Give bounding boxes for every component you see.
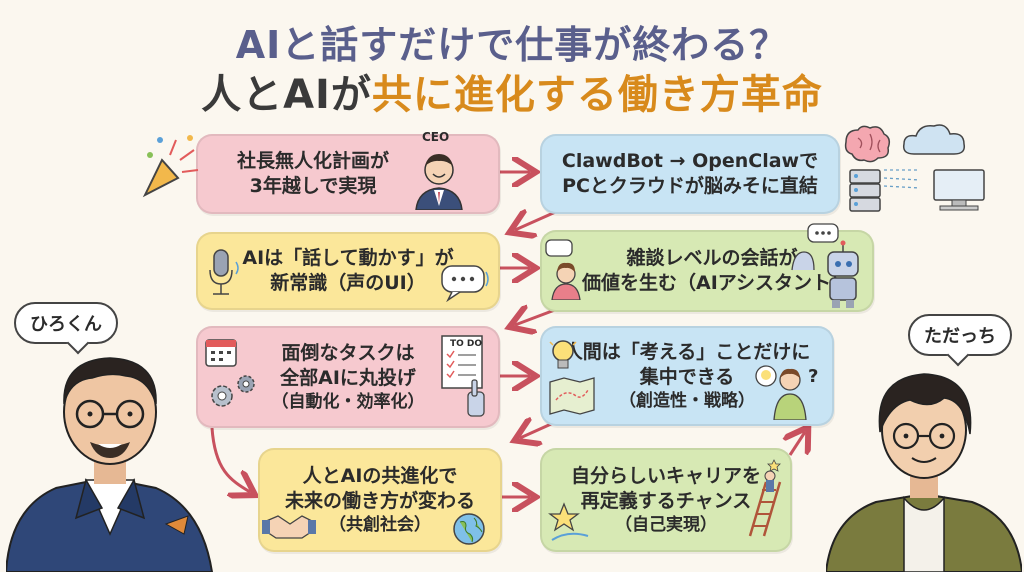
question-mark: ? [808,366,819,387]
gear-icon [206,370,262,414]
card-line: （自動化・効率化） [271,391,425,412]
card-line: （創造性・戦略） [619,390,755,411]
title-line-2: 人とAIが共に進化する働き方革命 [0,62,1024,120]
card-line: 再定義するチャンス [580,489,752,512]
title-line-2-prefix: 人とAIが [201,72,372,118]
star-icon [548,500,594,544]
card-line: （自己実現） [615,514,717,535]
globe-icon [452,512,486,546]
card-chat-value: 雑談レベルの会話が 価値を生む（AIアシスタント） [540,230,874,312]
card-line: （共創社会） [329,514,431,535]
right-name-bubble: ただっち [908,314,1012,356]
card-line: 社長無人化計画が [236,150,389,173]
card-line: 集中できる [639,365,735,388]
left-character [6,338,216,572]
card-line: 全部AIに丸投げ [280,366,416,389]
todo-list-icon [440,334,494,400]
card-line: 人間は「考える」ことだけに [563,341,811,364]
party-popper-icon [140,130,200,200]
connection-lines-icon [883,169,921,189]
card-line: 新常識（声のUI） [270,272,426,294]
card-line: AIは「話して動かす」が [242,247,454,270]
map-icon [548,376,596,416]
card-line: 価値を生む（AIアシスタント） [582,272,851,294]
card-line: 自分らしいキャリアを [570,465,761,488]
card-line: PCとクラウドが脳みそに直結 [562,175,818,197]
arrow-c5-c7 [210,427,250,492]
robot-icon [788,222,868,308]
left-character-name: ひろくん [30,314,102,335]
right-character [826,354,1022,572]
right-character-name: ただっち [924,326,996,347]
arrow-c8-up [790,432,805,456]
thinker-icon [752,358,822,420]
lightbulb-icon [548,338,578,374]
card-clawdbot: ClawdBot → OpenClawで PCとクラウドが脳みそに直結 [540,134,840,214]
cloud-icon [900,120,970,160]
brain-icon [842,124,892,166]
card-line: 雑談レベルの会話が [626,247,798,270]
card-line: 人とAIの共進化で [302,465,458,488]
speech-bubble-icon [440,262,492,302]
card-line: 面倒なタスクは [281,342,415,365]
title-line-1: AIと話すだけで仕事が終わる？ [235,23,789,67]
left-name-bubble: ひろくん [14,302,118,344]
chat-icon [544,238,588,300]
title-line-2-highlight: 共に進化する働き方革命 [371,72,823,118]
microphone-icon [204,248,244,302]
computer-icon [930,168,988,212]
ladder-icon [744,452,784,538]
todo-label: TO DO [450,339,483,349]
server-icon [848,168,882,214]
card-line: 未来の働き方が変わる [284,489,475,512]
card-line: ClawdBot → OpenClawで [561,150,819,173]
card-line: 3年越しで実現 [249,175,377,197]
calendar-icon [204,334,244,370]
handshake-icon [262,510,316,542]
ceo-icon [412,146,466,210]
ceo-label: CEO [422,130,450,144]
robot-hand-icon [462,378,492,418]
